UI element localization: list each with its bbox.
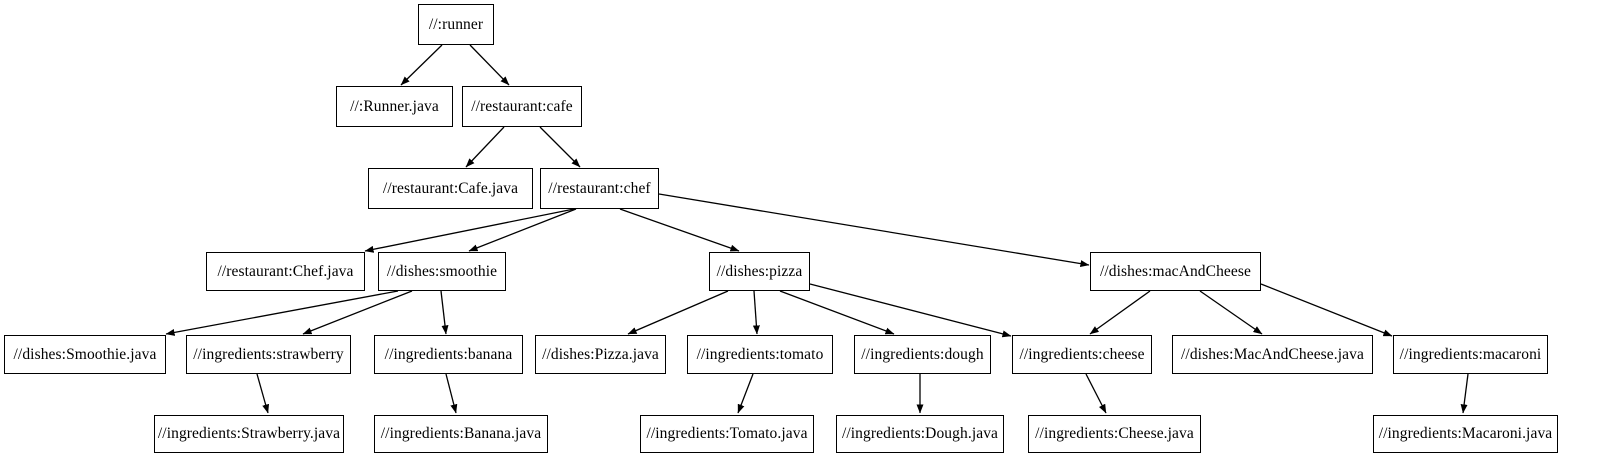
graph-node-ing_macaroni[interactable]: //ingredients:macaroni: [1393, 335, 1548, 374]
graph-node-label: //dishes:macAndCheese: [1099, 262, 1252, 280]
graph-node-label: //dishes:Smoothie.java: [13, 345, 157, 363]
graph-node-label: //ingredients:banana: [384, 345, 513, 363]
graph-node-ing_dough[interactable]: //ingredients:dough: [854, 335, 991, 374]
graph-node-label: //dishes:pizza: [716, 262, 803, 280]
graph-node-label: //ingredients:Macaroni.java: [1378, 425, 1553, 443]
graph-node-label: //ingredients:tomato: [696, 345, 824, 363]
graph-node-smoothie_java[interactable]: //dishes:Smoothie.java: [4, 335, 166, 374]
graph-node-restaurant_cafe[interactable]: //restaurant:cafe: [462, 86, 582, 127]
graph-node-restaurant_chef[interactable]: //restaurant:chef: [540, 168, 659, 209]
graph-node-label: //ingredients:Tomato.java: [646, 425, 808, 443]
graph-node-ing_tomato[interactable]: //ingredients:tomato: [687, 335, 833, 374]
graph-node-label: //dishes:Pizza.java: [542, 345, 659, 363]
graph-node-tomato_java[interactable]: //ingredients:Tomato.java: [640, 415, 814, 453]
graph-node-label: //:Runner.java: [350, 97, 439, 115]
graph-node-ing_strawberry[interactable]: //ingredients:strawberry: [186, 335, 351, 374]
graph-node-runner[interactable]: //:runner: [418, 4, 494, 45]
graph-node-label: //restaurant:chef: [548, 179, 651, 197]
graph-node-label: //restaurant:Chef.java: [217, 262, 354, 280]
graph-node-ing_banana[interactable]: //ingredients:banana: [374, 335, 523, 374]
graph-node-dishes_mac[interactable]: //dishes:macAndCheese: [1090, 252, 1261, 291]
graph-node-label: //restaurant:cafe: [471, 97, 573, 115]
graph-node-label: //restaurant:Cafe.java: [382, 179, 519, 197]
graph-node-label: //:runner: [428, 15, 484, 33]
graph-node-label: //ingredients:cheese: [1019, 345, 1145, 363]
graph-node-dishes_smoothie[interactable]: //dishes:smoothie: [378, 252, 506, 291]
graph-node-strawberry_java[interactable]: //ingredients:Strawberry.java: [154, 415, 344, 453]
graph-node-label: //ingredients:Dough.java: [841, 425, 999, 443]
graph-node-mac_java[interactable]: //dishes:MacAndCheese.java: [1172, 335, 1373, 374]
graph-node-cafe_java[interactable]: //restaurant:Cafe.java: [368, 168, 533, 209]
graph-node-cheese_java[interactable]: //ingredients:Cheese.java: [1028, 415, 1201, 453]
graph-node-label: //dishes:smoothie: [386, 262, 498, 280]
graph-node-label: //dishes:MacAndCheese.java: [1181, 345, 1364, 363]
graph-node-pizza_java[interactable]: //dishes:Pizza.java: [535, 335, 666, 374]
graph-node-label: //ingredients:strawberry: [193, 345, 344, 363]
graph-node-label: //ingredients:dough: [861, 345, 984, 363]
graph-node-label: //ingredients:Banana.java: [380, 425, 542, 443]
graph-node-dishes_pizza[interactable]: //dishes:pizza: [709, 252, 810, 291]
graph-node-ing_cheese[interactable]: //ingredients:cheese: [1012, 335, 1152, 374]
graph-node-macaroni_java[interactable]: //ingredients:Macaroni.java: [1373, 415, 1558, 453]
graph-node-banana_java[interactable]: //ingredients:Banana.java: [374, 415, 548, 453]
graph-node-dough_java[interactable]: //ingredients:Dough.java: [836, 415, 1004, 453]
graph-node-label: //ingredients:Cheese.java: [1035, 425, 1194, 443]
graph-node-chef_java[interactable]: //restaurant:Chef.java: [206, 252, 365, 291]
graph-node-label: //ingredients:Strawberry.java: [157, 425, 341, 443]
graph-node-runner_java[interactable]: //:Runner.java: [336, 86, 453, 127]
graph-node-label: //ingredients:macaroni: [1399, 345, 1542, 363]
